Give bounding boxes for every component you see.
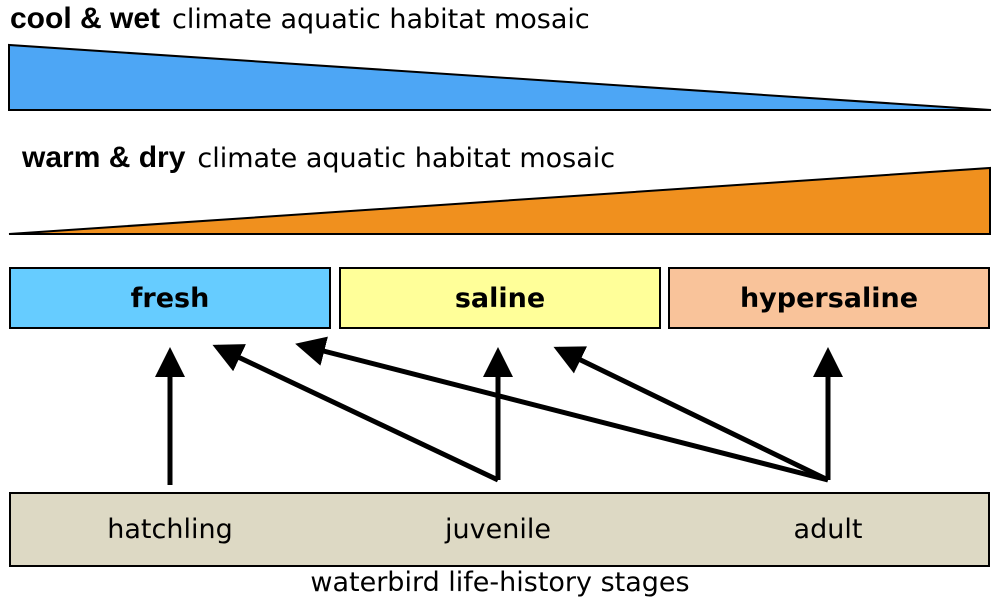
- habitat-label-hypersaline: hypersaline: [740, 283, 918, 314]
- habitat-box-fill: [339, 267, 661, 329]
- arrow-adult-to-fresh: [295, 336, 829, 483]
- cool-wet-title: cool & wet climate aquatic habitat mosai…: [10, 2, 590, 35]
- habitat-label-fresh: fresh: [131, 283, 210, 314]
- arrow-adult-to-saline: [553, 346, 830, 483]
- stage-label-juvenile: juvenile: [444, 514, 551, 545]
- habitat-box-fill: [668, 267, 990, 329]
- habitat-box-saline: saline: [339, 267, 661, 329]
- habitat-label-saline: saline: [455, 283, 545, 314]
- life-stage-bar: [9, 492, 990, 567]
- life-stage-caption: waterbird life-history stages: [310, 567, 689, 598]
- habitat-use-arrows: [155, 336, 843, 485]
- arrow-juvenile-to-fresh: [212, 344, 500, 483]
- warm-dry-wedge: [8, 166, 991, 235]
- stage-label-adult: adult: [794, 514, 863, 545]
- habitat-box-fill: [9, 267, 331, 329]
- warm-dry-title: warm & dry climate aquatic habitat mosai…: [21, 141, 615, 174]
- cool-wet-emphasis: cool & wet: [10, 2, 160, 35]
- stage-label-hatchling: hatchling: [107, 514, 232, 545]
- habitat-box-hypersaline: hypersaline: [668, 267, 990, 329]
- warm-dry-description: climate aquatic habitat mosaic: [197, 143, 615, 174]
- habitat-box-fresh: fresh: [9, 267, 331, 329]
- cool-wet-description: climate aquatic habitat mosaic: [172, 4, 590, 35]
- warm-dry-emphasis: warm & dry: [21, 141, 186, 174]
- cool-wet-wedge: [8, 43, 992, 111]
